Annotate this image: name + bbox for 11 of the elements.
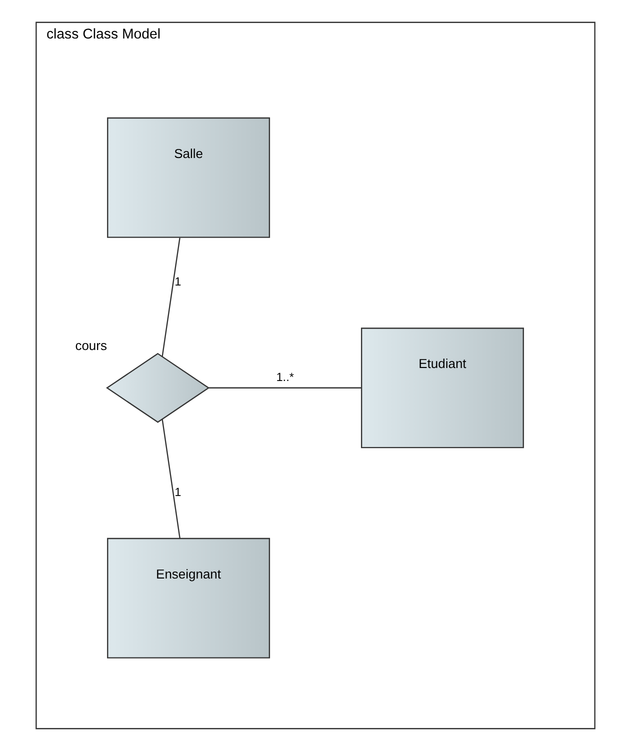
node-box: Enseignant xyxy=(106,538,270,658)
node-box: Salle xyxy=(106,117,270,238)
edge-label: 1 xyxy=(174,274,181,289)
edge-label: 1..* xyxy=(276,370,294,384)
edge-label: 1 xyxy=(174,484,181,499)
connector xyxy=(161,238,180,356)
connector xyxy=(208,387,361,388)
node-label: cours xyxy=(74,338,106,353)
connector xyxy=(161,419,180,538)
node-diamond xyxy=(105,352,210,423)
node-box: Etudiant xyxy=(360,328,524,448)
